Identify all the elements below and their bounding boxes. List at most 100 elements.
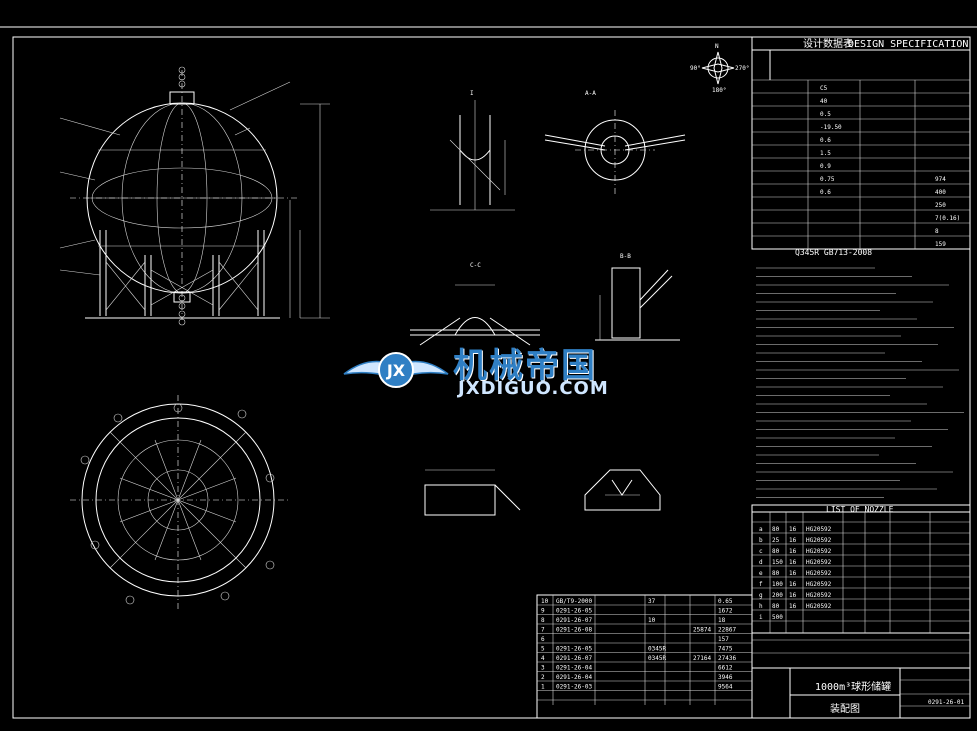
bom-weight-total: 18 bbox=[718, 617, 726, 624]
spec-right-value: 7(0.16) bbox=[935, 215, 960, 222]
bom-index: 10 bbox=[541, 598, 549, 605]
bom-index: 2 bbox=[541, 674, 545, 681]
compass-south: 180° bbox=[712, 87, 726, 94]
nozzle-mark: h bbox=[759, 603, 763, 610]
nozzle-std: HG20592 bbox=[806, 592, 832, 599]
section-cc-view bbox=[410, 284, 540, 346]
bom-drawing-no: GB/T9-2000 bbox=[556, 598, 593, 605]
nozzle-pn: 16 bbox=[789, 603, 797, 610]
nozzle-std: HG20592 bbox=[806, 581, 832, 588]
nozzle-pn: 16 bbox=[789, 537, 797, 544]
nozzle-pn: 16 bbox=[789, 581, 797, 588]
section-label-aa: A-A bbox=[585, 90, 596, 97]
nozzle-std: HG20592 bbox=[806, 559, 832, 566]
title-block bbox=[751, 639, 971, 719]
bom-drawing-no: 0291-26-04 bbox=[556, 674, 593, 681]
nozzle-mark: g bbox=[759, 592, 763, 599]
section-aa-view bbox=[544, 110, 686, 195]
nozzle-dn: 150 bbox=[772, 559, 783, 566]
spec-right-value: 974 bbox=[935, 176, 946, 183]
bom-qty-material: 0345R bbox=[648, 646, 666, 653]
bom-weight-total: 9564 bbox=[718, 684, 733, 691]
nozzle-pn: 16 bbox=[789, 570, 797, 577]
nozzle-dn: 80 bbox=[772, 603, 780, 610]
bom-index: 6 bbox=[541, 636, 545, 643]
bom-weight-total: 6612 bbox=[718, 665, 733, 672]
bom-qty-material: 10 bbox=[648, 617, 656, 624]
compass-east: 270° bbox=[735, 65, 749, 72]
spec-right-value: 8 bbox=[935, 228, 939, 235]
nozzle-mark: f bbox=[759, 581, 763, 588]
north-compass bbox=[701, 51, 735, 85]
bom-weight-total: 3946 bbox=[718, 674, 733, 681]
spec-value: 40 bbox=[820, 98, 828, 105]
drawing-type: 装配图 bbox=[830, 702, 860, 715]
spec-value: 1.5 bbox=[820, 150, 831, 157]
nozzle-table-title: LIST OF NOZZLE bbox=[826, 505, 894, 514]
nozzle-mark: b bbox=[759, 537, 763, 544]
bom-index: 4 bbox=[541, 655, 545, 662]
nozzle-dn: 80 bbox=[772, 548, 780, 555]
watermark-logo-icon: JX bbox=[343, 352, 449, 388]
nozzle-mark: i bbox=[759, 614, 763, 621]
section-label-bb: B-B bbox=[620, 253, 631, 260]
nozzle-dn: 25 bbox=[772, 537, 780, 544]
bom-drawing-no: 0291-26-05 bbox=[556, 646, 593, 653]
design-spec-title-cn: 设计数据表 bbox=[803, 37, 853, 50]
bom-drawing-no: 0291-26-08 bbox=[556, 627, 593, 634]
bom-drawing-no: 0291-26-07 bbox=[556, 655, 593, 662]
bom-qty-material: 0345R bbox=[648, 655, 666, 662]
bom-weight-total: 1672 bbox=[718, 608, 733, 615]
nozzle-pn: 16 bbox=[789, 548, 797, 555]
nozzle-mark: a bbox=[759, 526, 763, 533]
drawing-number: 0291-26-01 bbox=[928, 699, 965, 706]
bom-weight-total: 22867 bbox=[718, 627, 736, 634]
material-standard: Q345R GB713-2008 bbox=[795, 248, 872, 257]
bom-index: 1 bbox=[541, 684, 545, 691]
sphere-plan-view bbox=[70, 395, 290, 610]
design-spec-title-en: DESIGN SPECIFICATION bbox=[848, 39, 968, 50]
nozzle-pn: 16 bbox=[789, 559, 797, 566]
bom-table bbox=[536, 594, 753, 719]
spec-value: C5 bbox=[820, 85, 828, 92]
bom-weight-total: 157 bbox=[718, 636, 729, 643]
nozzle-mark: e bbox=[759, 570, 763, 577]
detail-i-view bbox=[430, 100, 515, 211]
design-spec-table bbox=[751, 36, 971, 250]
spec-value: -19.50 bbox=[820, 124, 842, 131]
nozzle-dn: 80 bbox=[772, 570, 780, 577]
detail-small-views bbox=[424, 469, 661, 516]
spec-right-value: 400 bbox=[935, 189, 946, 196]
compass-west: 90° bbox=[690, 65, 701, 72]
spec-right-value: 250 bbox=[935, 202, 946, 209]
bom-index: 7 bbox=[541, 627, 545, 634]
spec-value: 0.6 bbox=[820, 137, 831, 144]
watermark-en: JXDIGUO.COM bbox=[458, 378, 609, 399]
sphere-elevation-view bbox=[59, 66, 330, 326]
bom-drawing-no: 0291-26-04 bbox=[556, 665, 593, 672]
nozzle-std: HG20592 bbox=[806, 603, 832, 610]
section-label-i: I bbox=[470, 90, 474, 97]
watermark: JX 机械帝国 JXDIGUO.COM bbox=[340, 336, 640, 406]
bom-index: 5 bbox=[541, 646, 545, 653]
bom-index: 8 bbox=[541, 617, 545, 624]
bom-weight-total: 27436 bbox=[718, 655, 736, 662]
drawing-name: 1000m³球形储罐 bbox=[815, 680, 891, 693]
spec-value: 0.9 bbox=[820, 163, 831, 170]
nozzle-std: HG20592 bbox=[806, 570, 832, 577]
nozzle-mark: c bbox=[759, 548, 763, 555]
section-label-cc: C-C bbox=[470, 262, 481, 269]
spec-value: 0.75 bbox=[820, 176, 835, 183]
bom-index: 3 bbox=[541, 665, 545, 672]
bom-weight-total: 7475 bbox=[718, 646, 733, 653]
spec-right-value: 159 bbox=[935, 241, 946, 248]
bom-drawing-no: 0291-26-07 bbox=[556, 617, 593, 624]
nozzle-pn: 16 bbox=[789, 592, 797, 599]
watermark-logo-text: JX bbox=[386, 361, 406, 380]
section-bb-view bbox=[595, 267, 680, 341]
bom-weight-total: 0.65 bbox=[718, 598, 733, 605]
nozzle-pn: 16 bbox=[789, 526, 797, 533]
bom-weight-single: 27164 bbox=[693, 655, 711, 662]
drawing-border bbox=[12, 36, 971, 719]
